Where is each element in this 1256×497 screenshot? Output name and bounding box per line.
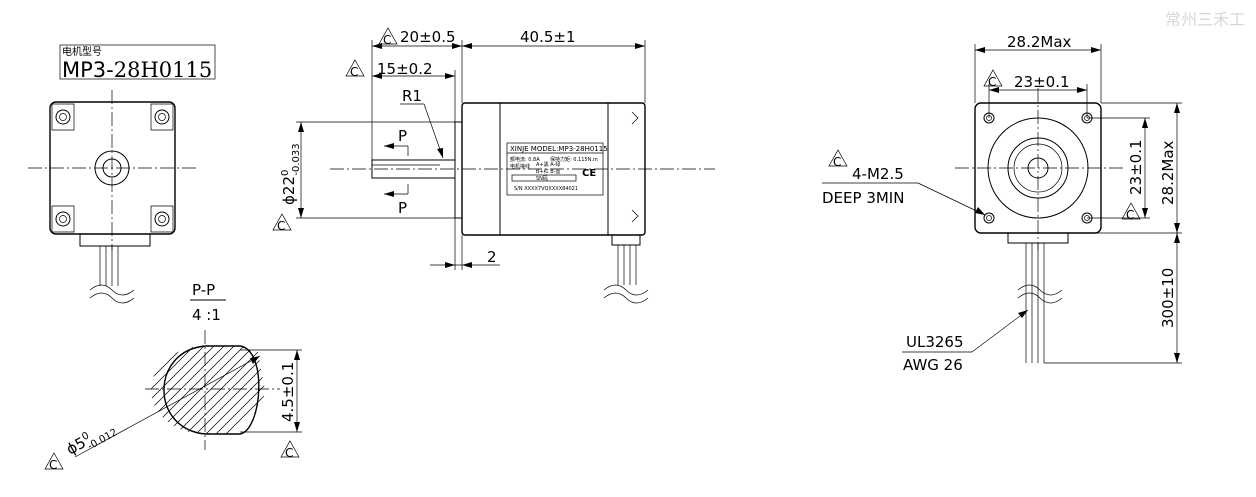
plate-ce: CE [582, 168, 596, 179]
section-p-top: P [398, 127, 407, 145]
model-suffix: 28H0115 [114, 58, 212, 82]
c-mark-3: C [383, 33, 391, 47]
plate-line5: SN码 [536, 175, 548, 182]
dim-23-side: 23±0.1 [1127, 139, 1145, 195]
dim-20: 20±0.5 [400, 28, 456, 46]
dim-28-2-side: 28.2Max [1159, 140, 1177, 205]
c-mark-6: C [988, 75, 996, 89]
model-box [59, 44, 216, 80]
dim-phi5-sup: 0 [80, 430, 91, 443]
dim-phi22: ϕ220-0.033 [280, 143, 302, 205]
dim-40-5: 40.5±1 [520, 28, 576, 46]
wire-spec-2: AWG 26 [903, 356, 963, 374]
c-mark-7: C [1126, 208, 1134, 222]
hole-spec-2: DEEP 3MIN [822, 189, 904, 207]
plate-line4: B+红 B-蓝 [536, 168, 560, 175]
wire-spec-1: UL3265 [906, 333, 964, 351]
front-view-right: 28.2Max C 23±0.1 23±0.1 C 28.2Max 300±10 [822, 33, 1182, 374]
c-mark-5: C [277, 219, 285, 233]
plate-line3b: A+黑 A-绿 [536, 161, 560, 168]
dim-15: 15±0.2 [377, 60, 433, 78]
c-mark-4: C [350, 65, 358, 79]
model-prefix: MP3- [62, 58, 114, 82]
dim-2: 2 [487, 248, 497, 266]
dim-4-5: 4.5±0.1 [279, 362, 297, 422]
dim-phi22-base: ϕ22 [280, 176, 298, 205]
dim-r1: R1 [402, 87, 422, 105]
dim-phi5: ϕ50-0.012 [63, 418, 119, 462]
dim-28-2-top: 28.2Max [1007, 33, 1072, 51]
dim-phi22-sup: 0 [280, 170, 291, 176]
section-scale: 4 :1 [192, 306, 221, 324]
section-p-bottom: P [398, 199, 407, 217]
dim-phi5-sub: -0.012 [86, 427, 120, 452]
dim-300: 300±10 [1159, 268, 1177, 328]
plate-line3a: 电机接线 [510, 163, 530, 170]
plate-line6: S/N XXXX7VQXXXX84021 [514, 186, 578, 192]
c-mark-2: C [49, 458, 57, 472]
label-plate [506, 142, 604, 196]
model-number: MP3-28H0115 [62, 58, 212, 82]
section-pp: P-P 4 :1 4.5±0.1 C [44, 281, 302, 472]
c-mark-1: C [285, 446, 293, 460]
side-view: XINJE MODEL:MP3-28H0115 额电流: 0.8A 保持力矩: … [272, 27, 715, 304]
plate-line2b: 保持力矩: 0.115N.m [550, 156, 598, 163]
plate-line1: XINJE MODEL:MP3-28H0115 [510, 145, 608, 153]
front-view-left: 电机型号 MP3-28H0115 [28, 44, 216, 304]
dim-phi22-sub: -0.033 [291, 143, 302, 175]
hole-spec-1: 4-M2.5 [852, 165, 904, 183]
c-mark-8: C [833, 155, 841, 169]
dim-23-top: 23±0.1 [1014, 73, 1070, 91]
watermark: 常州三禾工 [1165, 10, 1245, 29]
model-label: 电机型号 [62, 45, 102, 58]
plate-line2a: 额电流: 0.8A [510, 156, 540, 163]
section-title: P-P [192, 281, 215, 299]
